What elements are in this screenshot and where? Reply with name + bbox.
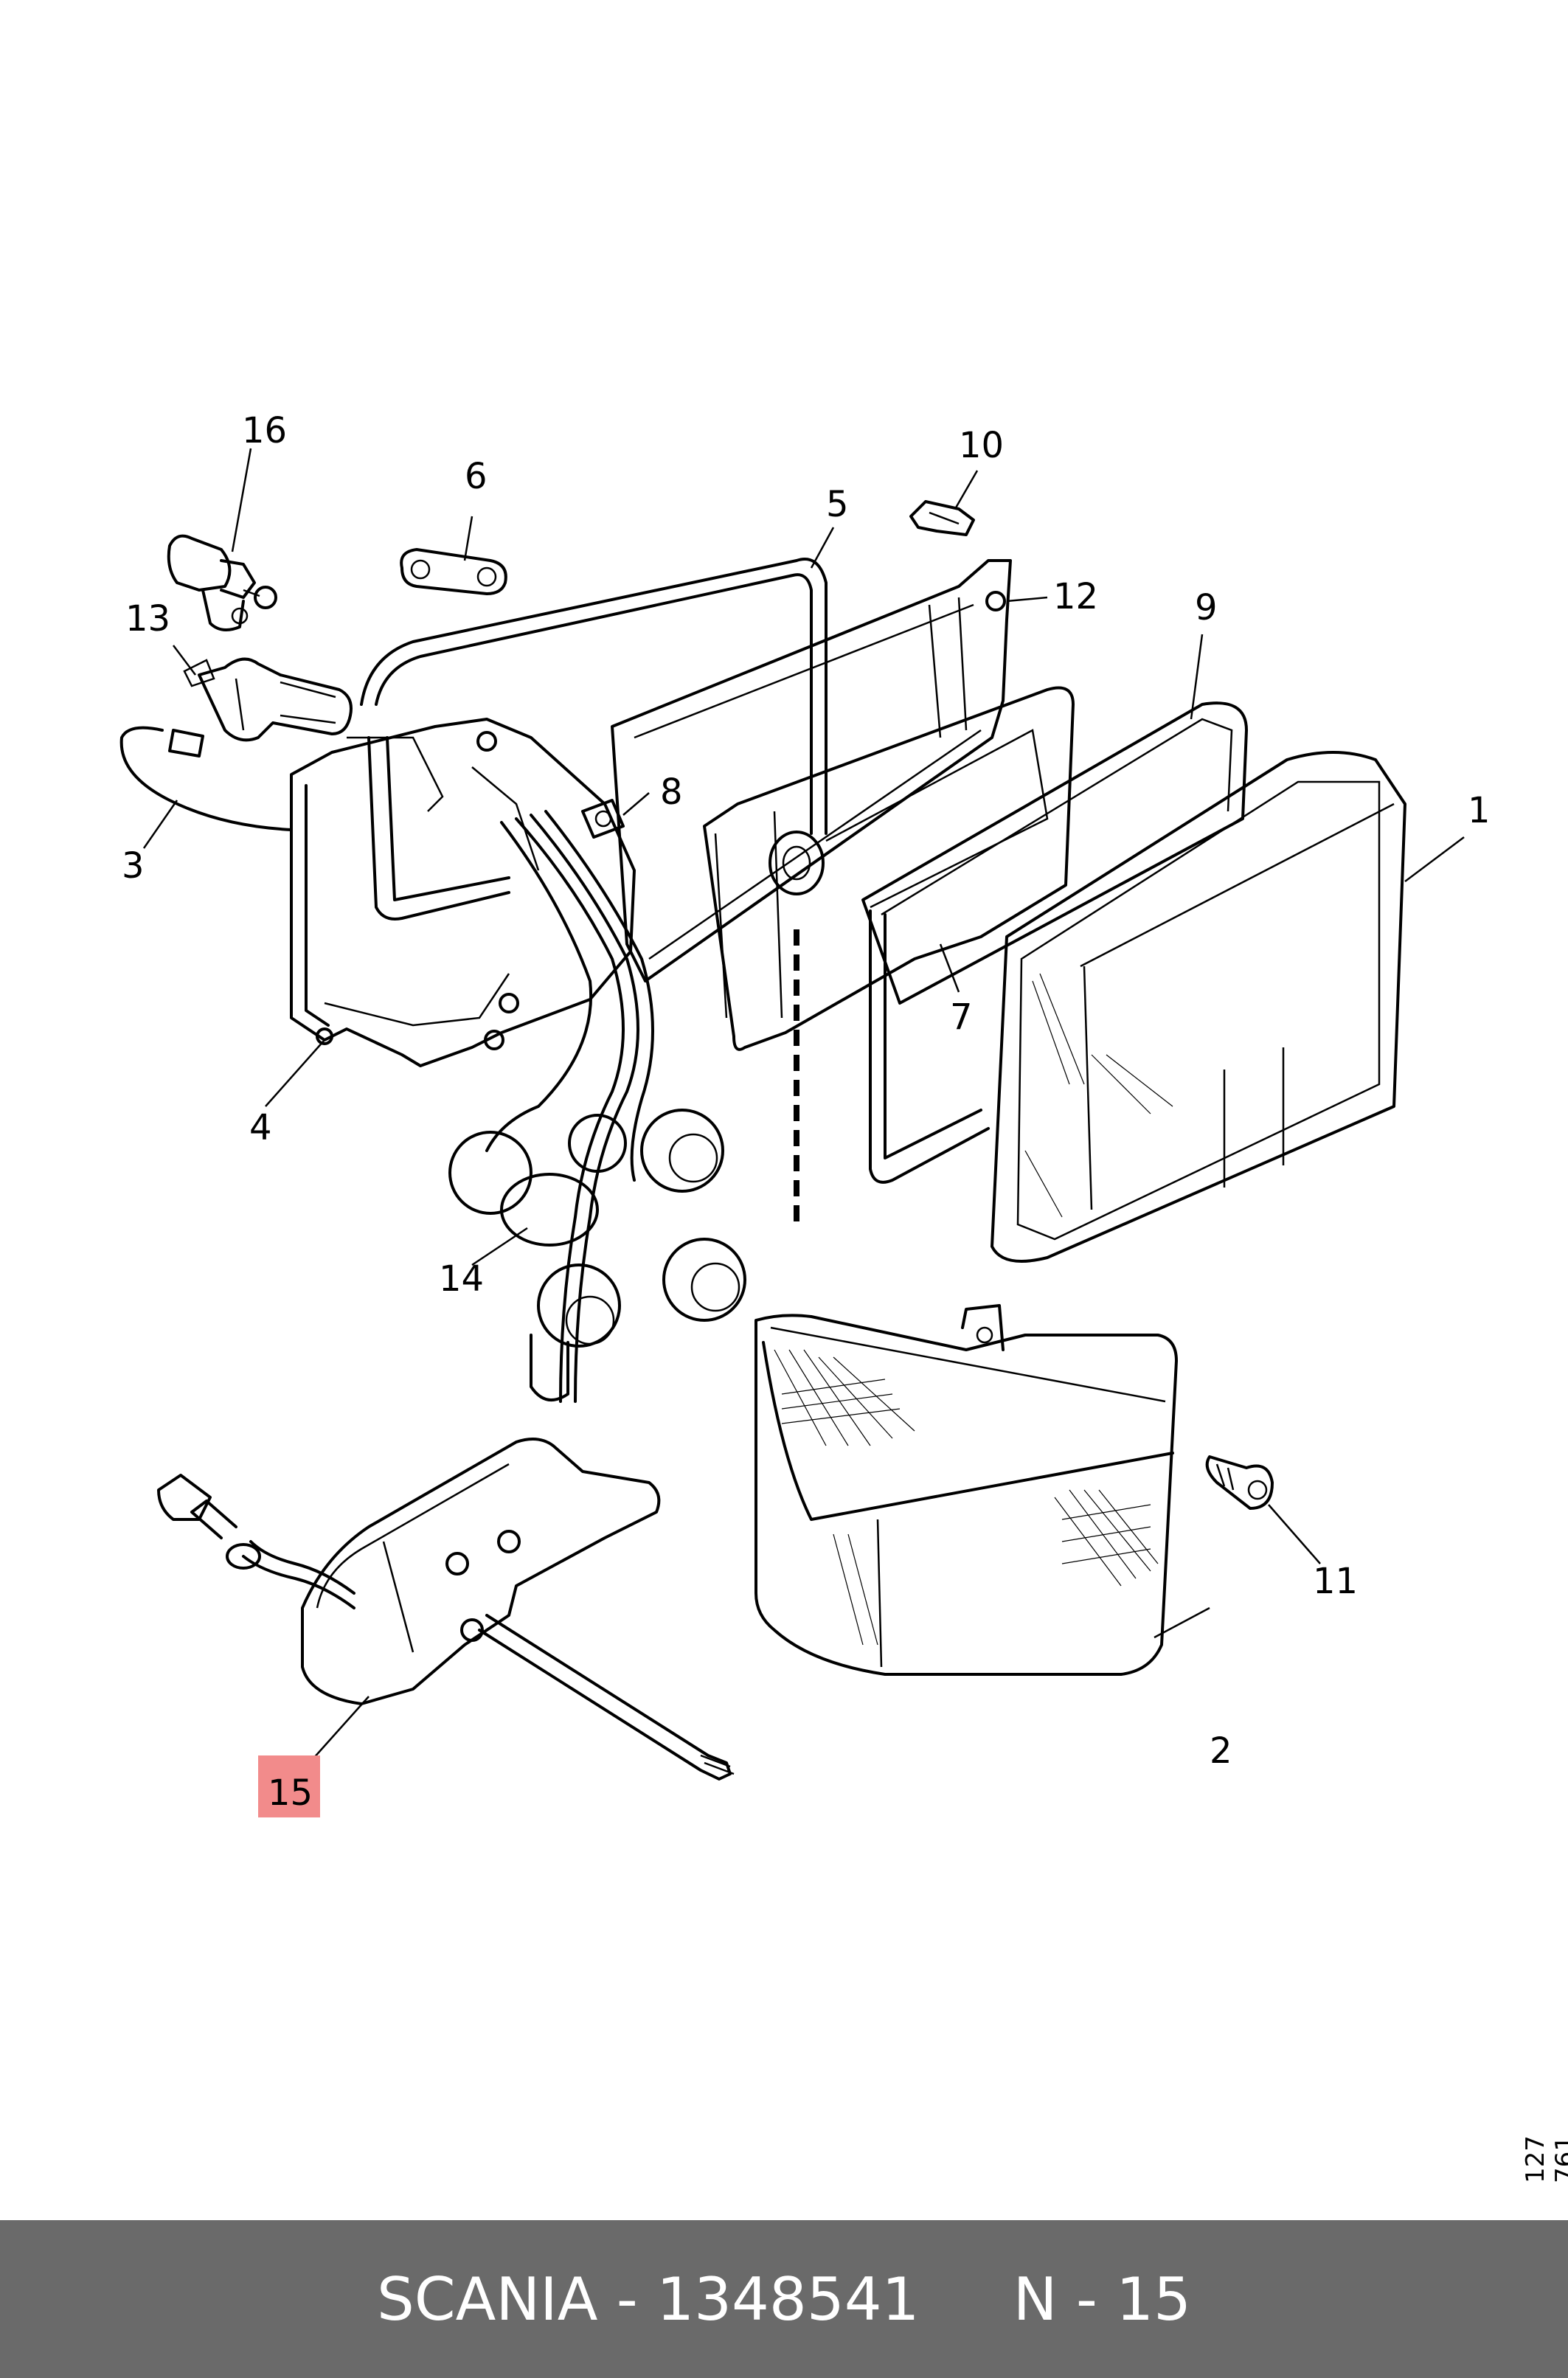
clip-part-6 (400, 548, 507, 595)
callout-1: 1 (1468, 790, 1491, 831)
callout-5: 5 (826, 484, 849, 525)
callout-10: 10 (959, 425, 1004, 466)
exploded-parts-diagram: 1 2 3 4 5 6 7 8 9 10 11 12 13 14 15 16 (119, 410, 1491, 1817)
cable-part-3 (119, 726, 293, 831)
bulb-holders-part-14 (448, 810, 746, 1403)
drawing-code: 127 761 (1521, 2135, 1568, 2183)
leveling-motor-part-15 (157, 1438, 735, 1781)
callout-3: 3 (122, 845, 145, 887)
h4-bulb-part-13 (183, 657, 353, 742)
callout-12: 12 (1053, 576, 1098, 617)
footer-part-label: SCANIA - 1348541 N - 15 (376, 2264, 1192, 2334)
callout-13: 13 (125, 598, 170, 639)
callout-4: 4 (249, 1107, 272, 1148)
callout-7: 7 (950, 996, 973, 1038)
gasket-part-9 (861, 701, 1248, 1184)
callout-highlight-15 (258, 1755, 320, 1817)
headlamp-lens-part-1 (991, 751, 1406, 1263)
callout-14: 14 (439, 1258, 484, 1300)
screw-part-11 (1205, 1455, 1274, 1510)
indicator-lens-part-2 (754, 1304, 1178, 1676)
callout-8: 8 (660, 772, 683, 813)
callout-16: 16 (242, 410, 287, 451)
footer-bar: SCANIA - 1348541 N - 15 (0, 2220, 1568, 2378)
fastener-part-8 (581, 799, 625, 839)
reflector-housing-part-7 (703, 686, 1075, 1051)
callout-9: 9 (1195, 587, 1218, 628)
callout-15: 15 (268, 1772, 313, 1814)
callout-11: 11 (1313, 1561, 1358, 1602)
housing-part-4 (290, 718, 636, 1067)
leader-lines (142, 448, 1465, 1767)
frame-part-5 (360, 558, 828, 921)
bracket-part-12 (611, 559, 1012, 982)
callout-2: 2 (1210, 1730, 1232, 1772)
clip-part-10 (909, 500, 975, 536)
callout-6: 6 (465, 456, 488, 497)
socket-part-16 (167, 534, 277, 631)
